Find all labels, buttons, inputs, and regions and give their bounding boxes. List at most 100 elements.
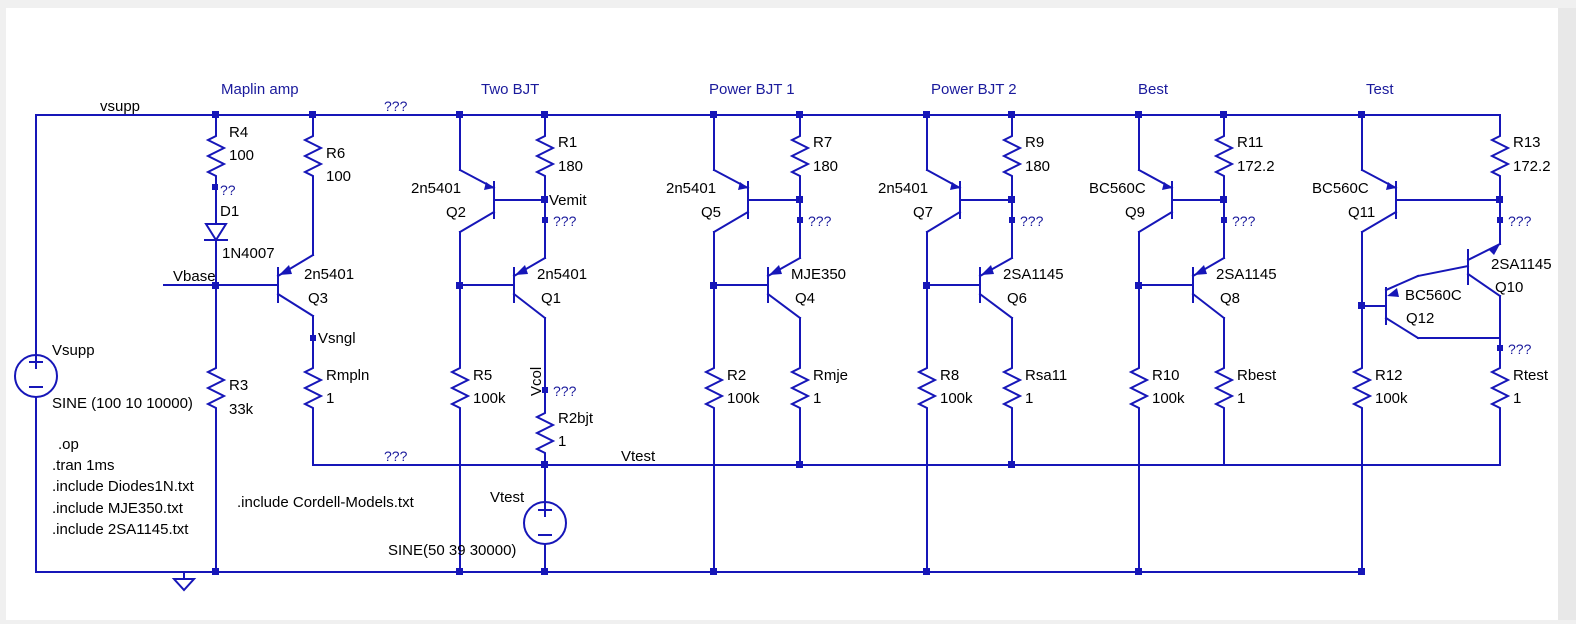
net-label-unknown-top: ??? [384, 98, 408, 114]
net-label-unknown-bottom: ??? [384, 448, 408, 464]
r12-value: 100k [1375, 390, 1408, 407]
net-label-q1-probe: ??? [553, 213, 577, 229]
net-label-q8-probe: ??? [1232, 213, 1256, 229]
q2-value: 2n5401 [411, 180, 461, 197]
r8-value: 100k [940, 390, 973, 407]
rsa11-name: Rsa11 [1025, 367, 1067, 384]
r2bjt-value: 1 [558, 433, 566, 450]
r8-name: R8 [940, 367, 959, 384]
r2-value: 100k [727, 390, 760, 407]
power-bjt-1-circuit [705, 114, 809, 573]
q7-value: 2n5401 [878, 180, 928, 197]
r11-value: 172.2 [1237, 158, 1275, 175]
rmje-name: Rmje [813, 367, 848, 384]
q4-name: Q4 [795, 290, 815, 307]
q12-value: BC560C [1405, 287, 1462, 304]
r7-name: R7 [813, 134, 832, 151]
test-circuit [1353, 114, 1509, 573]
r13-value: 172.2 [1513, 158, 1551, 175]
header-power-bjt-2: Power BJT 2 [931, 81, 1017, 98]
r6-value: 100 [326, 168, 351, 185]
net-label-q6-probe: ??? [1020, 213, 1044, 229]
r12-name: R12 [1375, 367, 1403, 384]
q9-name: Q9 [1125, 204, 1145, 221]
r1-value: 180 [558, 158, 583, 175]
r2-name: R2 [727, 367, 746, 384]
net-label-vbase: Vbase [173, 268, 216, 285]
q11-name: Q11 [1348, 204, 1375, 221]
q1-value: 2n5401 [537, 266, 587, 283]
net-label-vsngl: Vsngl [318, 330, 356, 347]
q5-value: 2n5401 [666, 180, 716, 197]
q3-value: 2n5401 [304, 266, 354, 283]
q10-name: Q10 [1495, 279, 1523, 296]
q6-name: Q6 [1007, 290, 1027, 307]
q7-name: Q7 [913, 204, 933, 221]
net-label-test-probe: ??? [1508, 341, 1532, 357]
q8-name: Q8 [1220, 290, 1240, 307]
r7-value: 180 [813, 158, 838, 175]
sheet-scroll-margin [1558, 8, 1576, 620]
net-label-vcol: Vcol [528, 367, 545, 396]
r2bjt-name: R2bjt [558, 410, 594, 427]
q9-value: BC560C [1089, 180, 1146, 197]
q12-name: Q12 [1406, 310, 1434, 327]
vsupp-value: SINE (100 10 10000) [52, 395, 193, 412]
directive-include-cordell: .include Cordell-Models.txt [237, 494, 415, 511]
r3-value: 33k [229, 401, 254, 418]
r5-value: 100k [473, 390, 506, 407]
header-power-bjt-1: Power BJT 1 [709, 81, 795, 98]
net-label-vcol-probe: ??? [553, 383, 577, 399]
header-test: Test [1366, 81, 1394, 98]
r5-name: R5 [473, 367, 492, 384]
directive-tran: .tran 1ms [52, 457, 115, 474]
q1-name: Q1 [541, 290, 561, 307]
q5-name: Q5 [701, 204, 721, 221]
vsupp-source [14, 354, 58, 398]
junction-dots [212, 111, 1503, 575]
r4-value: 100 [229, 147, 254, 164]
net-label-vtest: Vtest [621, 448, 656, 465]
directive-op: .op [58, 436, 79, 453]
header-best: Best [1138, 81, 1169, 98]
power-bjt-2-circuit [918, 114, 1021, 573]
q8-value: 2SA1145 [1216, 266, 1277, 283]
rtest-value: 1 [1513, 390, 1521, 407]
directive-include-diodes: .include Diodes1N.txt [52, 478, 195, 495]
q10-value: 2SA1145 [1491, 256, 1552, 273]
d1-value: 1N4007 [222, 245, 275, 262]
directive-include-mje350: .include MJE350.txt [52, 500, 184, 517]
ground-symbol [171, 571, 197, 592]
rbest-value: 1 [1237, 390, 1245, 407]
q6-value: 2SA1145 [1003, 266, 1064, 283]
r1-name: R1 [558, 134, 577, 151]
d1-name: D1 [220, 203, 239, 220]
net-label-vemit: Vemit [549, 192, 587, 209]
q2-name: Q2 [446, 204, 466, 221]
net-label-q10-probe: ??? [1508, 213, 1532, 229]
r6-name: R6 [326, 145, 345, 162]
header-two-bjt: Two BJT [481, 81, 539, 98]
net-label-d1-probe: ?? [220, 182, 236, 198]
rbest-name: Rbest [1237, 367, 1277, 384]
q3-name: Q3 [308, 290, 328, 307]
schematic-sheet [6, 8, 1566, 620]
rmje-value: 1 [813, 390, 821, 407]
q11-value: BC560C [1312, 180, 1369, 197]
r10-name: R10 [1152, 367, 1180, 384]
rsa11-value: 1 [1025, 390, 1033, 407]
q4-value: MJE350 [791, 266, 846, 283]
r10-value: 100k [1152, 390, 1185, 407]
r3-name: R3 [229, 377, 248, 394]
r4-name: R4 [229, 124, 248, 141]
vsupp-name: Vsupp [52, 342, 95, 359]
vtest-value: SINE(50 39 30000) [388, 542, 516, 559]
net-label-vsupp: vsupp [100, 98, 140, 115]
vtest-name: Vtest [490, 489, 525, 506]
header-maplin-amp: Maplin amp [221, 81, 299, 98]
r9-name: R9 [1025, 134, 1044, 151]
directive-include-2sa1145: .include 2SA1145.txt [52, 521, 189, 538]
rtest-name: Rtest [1513, 367, 1549, 384]
rmpln-name: Rmpln [326, 367, 369, 384]
